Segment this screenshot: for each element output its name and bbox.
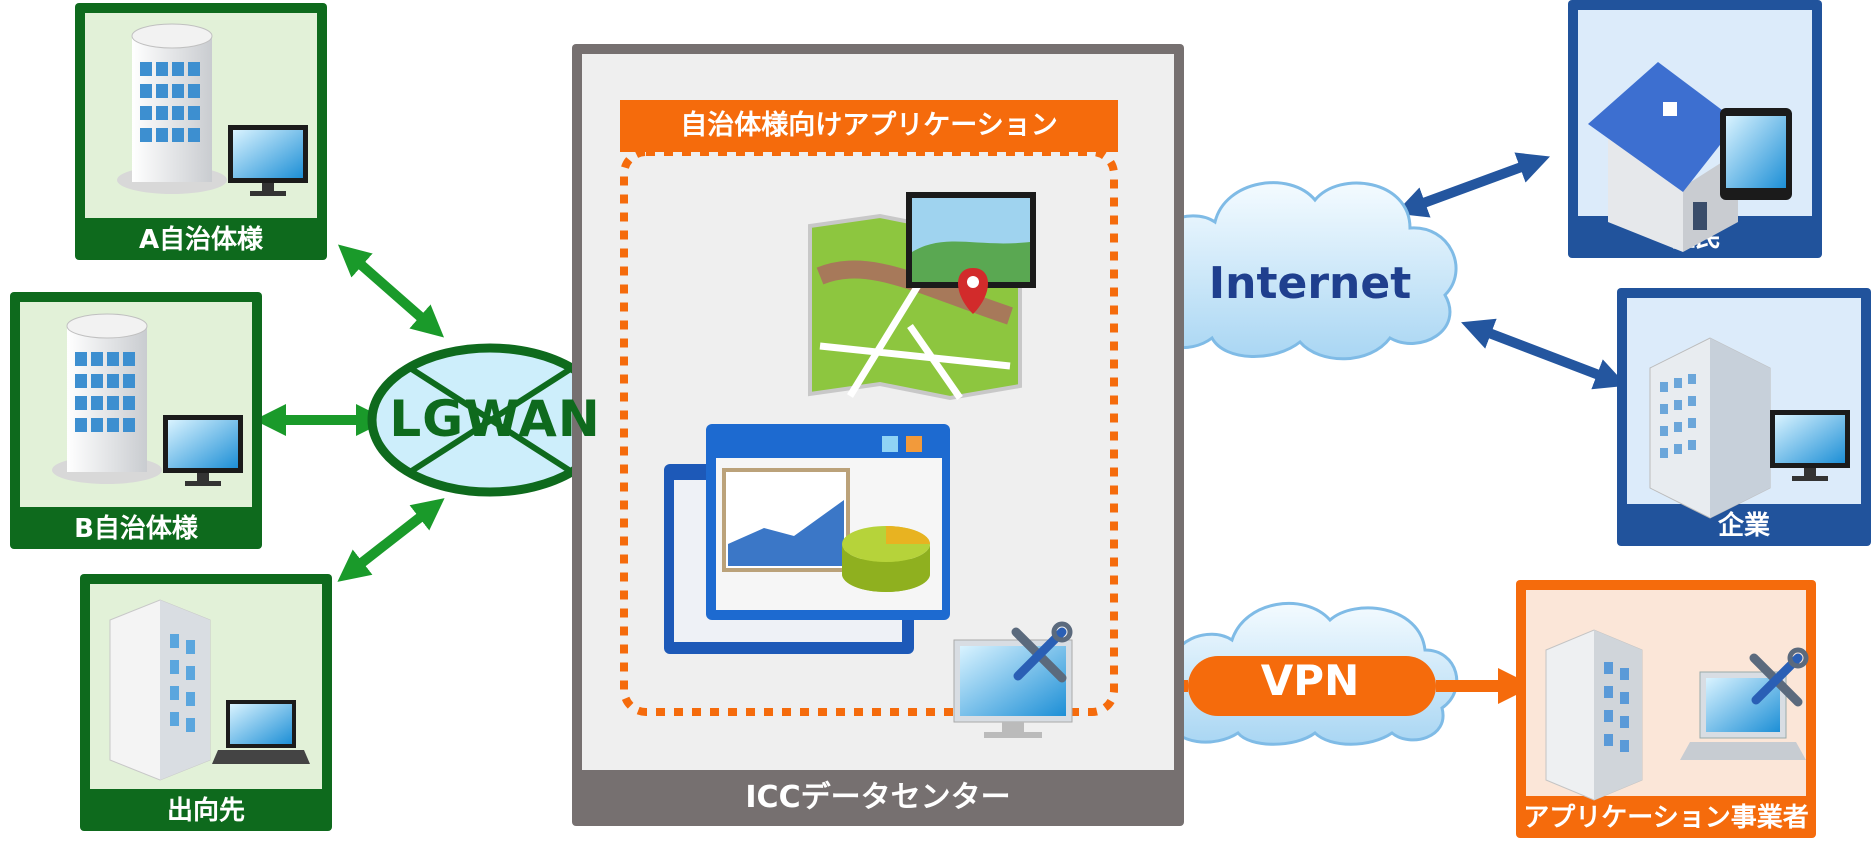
laptop-icon xyxy=(212,700,310,764)
node-b-label: B自治体様 xyxy=(74,514,198,544)
monitor-icon xyxy=(1770,410,1850,481)
building-icon xyxy=(1545,629,1643,801)
tools-icon xyxy=(1749,647,1809,707)
datacenter-label: ICCデータセンター xyxy=(745,780,1011,815)
monitor-icon xyxy=(953,639,1073,738)
app-title-bar: 自治体様向けアプリケーション xyxy=(620,100,1118,152)
house-icon xyxy=(1588,62,1738,252)
node-a-label: A自治体様 xyxy=(138,225,264,255)
node-kigyo-label: 企業 xyxy=(1717,511,1770,541)
arrow-internet-jumin xyxy=(1394,152,1551,218)
office-building-icon xyxy=(117,23,227,194)
office-building-icon xyxy=(1649,337,1771,519)
office-building-icon xyxy=(52,313,162,484)
node-app-vendor-label: アプリケーション事業者 xyxy=(1523,803,1809,833)
location-pin-icon xyxy=(958,268,988,314)
arrow-a-lgwan xyxy=(337,244,445,338)
arrow-shukkou-lgwan xyxy=(337,498,445,582)
building-icon xyxy=(109,599,211,781)
monitor-icon xyxy=(163,415,243,486)
app-frame xyxy=(620,148,1118,716)
chart-window-icon xyxy=(664,424,950,654)
vpn-label: VPN xyxy=(1260,656,1360,705)
tools-icon xyxy=(1011,621,1073,683)
internet-label: Internet xyxy=(1208,258,1412,309)
arrow-internet-kigyo xyxy=(1461,318,1627,390)
node-shukkousaki-label: 出向先 xyxy=(166,796,245,826)
monitor-icon xyxy=(228,125,308,196)
lgwan-label: LGWAN xyxy=(389,390,601,448)
tablet-icon xyxy=(1720,108,1792,200)
